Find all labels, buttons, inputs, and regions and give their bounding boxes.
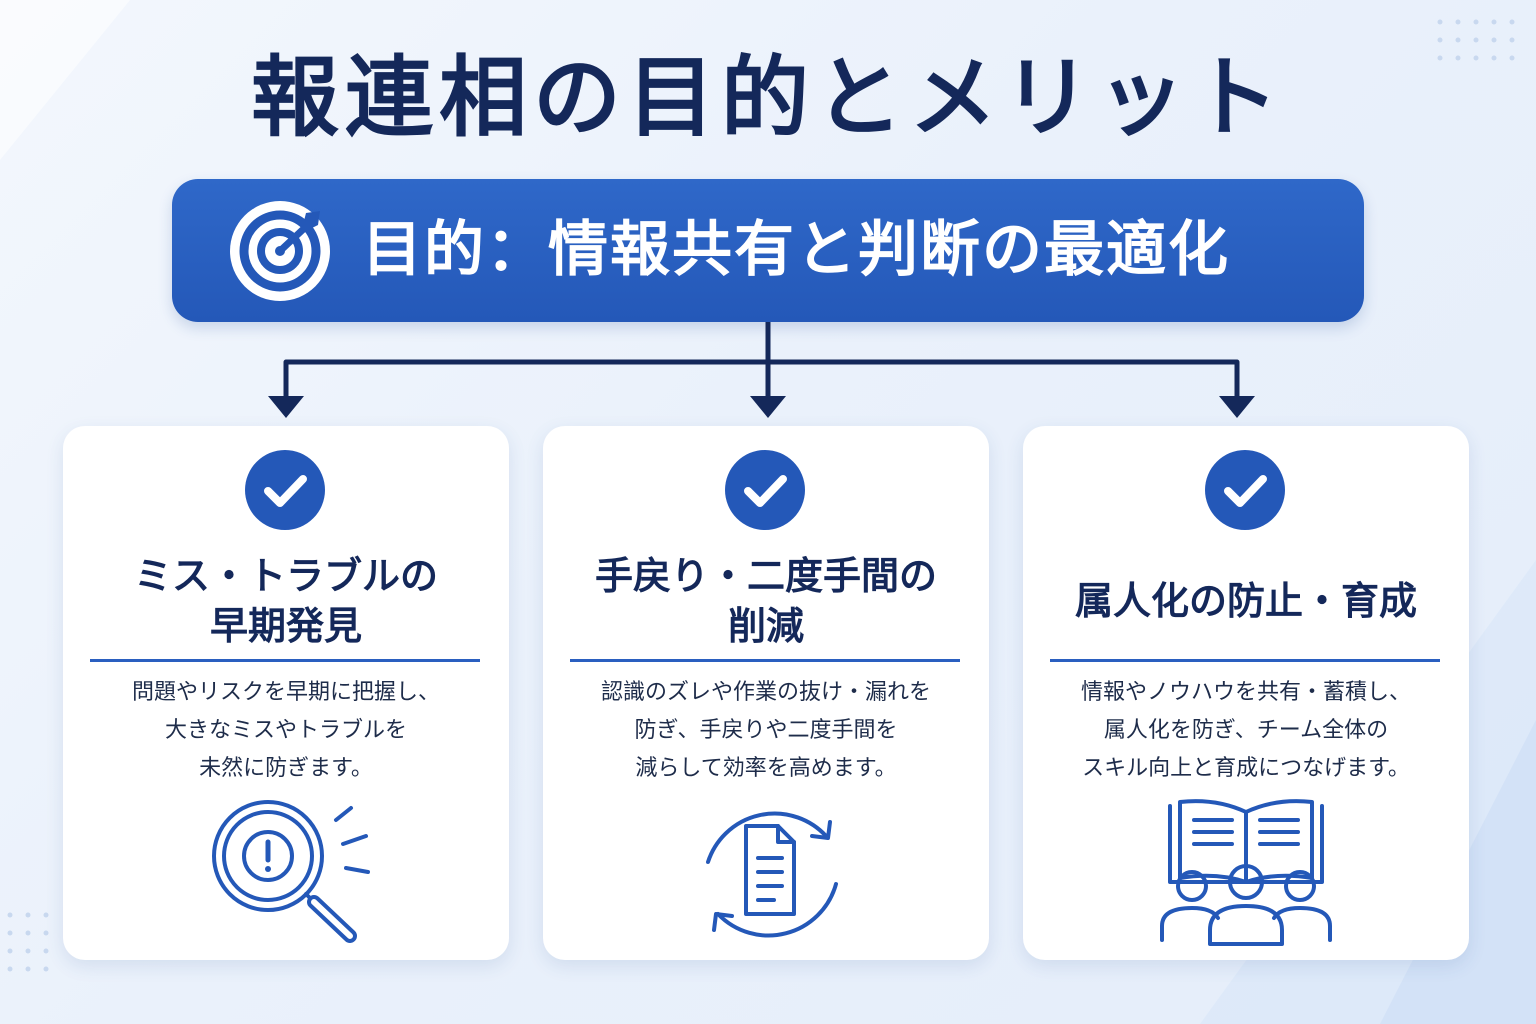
card-divider <box>1050 659 1440 662</box>
check-circle-icon <box>725 450 805 530</box>
card-description: 問題やリスクを早期に把握し、 大きなミスやトラブルを 未然に防ぎます。 <box>131 680 440 781</box>
card-divider <box>570 659 960 662</box>
card-title: ミス・トラブルの 早期発見 <box>133 554 438 648</box>
document-cycle-icon <box>706 811 838 938</box>
check-circle-icon <box>245 450 325 530</box>
check-circle-icon <box>1205 450 1285 530</box>
target-icon <box>230 201 330 301</box>
magnifier-alert-icon <box>212 800 370 943</box>
merit-card-rework-reduction: 手戻り・二度手間の 削減 認識のズレや作業の抜け・漏れを 防ぎ、手戻りや二度手間… <box>543 426 989 960</box>
page-title: 報連相の目的とメリット <box>250 46 1285 149</box>
card-divider <box>90 659 480 662</box>
card-description: 情報やノウハウを共有・蓄積し、 属人化を防ぎ、チーム全体の スキル向上と育成につ… <box>1080 680 1411 781</box>
book-team-icon <box>1160 799 1332 946</box>
merit-card-early-detection: ミス・トラブルの 早期発見 問題やリスクを早期に把握し、 大きなミスやトラブルを… <box>63 426 509 960</box>
purpose-banner: 目的：情報共有と判断の最適化 <box>172 179 1364 322</box>
card-title: 手戻り・二度手間の 削減 <box>594 554 937 648</box>
card-description: 認識のズレや作業の抜け・漏れを 防ぎ、手戻りや二度手間を 減らして効率を高めます… <box>600 680 931 781</box>
card-title: 属人化の防止・育成 <box>1074 579 1417 623</box>
purpose-text: 目的：情報共有と判断の最適化 <box>362 215 1230 285</box>
merit-card-knowledge-sharing: 属人化の防止・育成 情報やノウハウを共有・蓄積し、 属人化を防ぎ、チーム全体の … <box>1023 426 1469 960</box>
